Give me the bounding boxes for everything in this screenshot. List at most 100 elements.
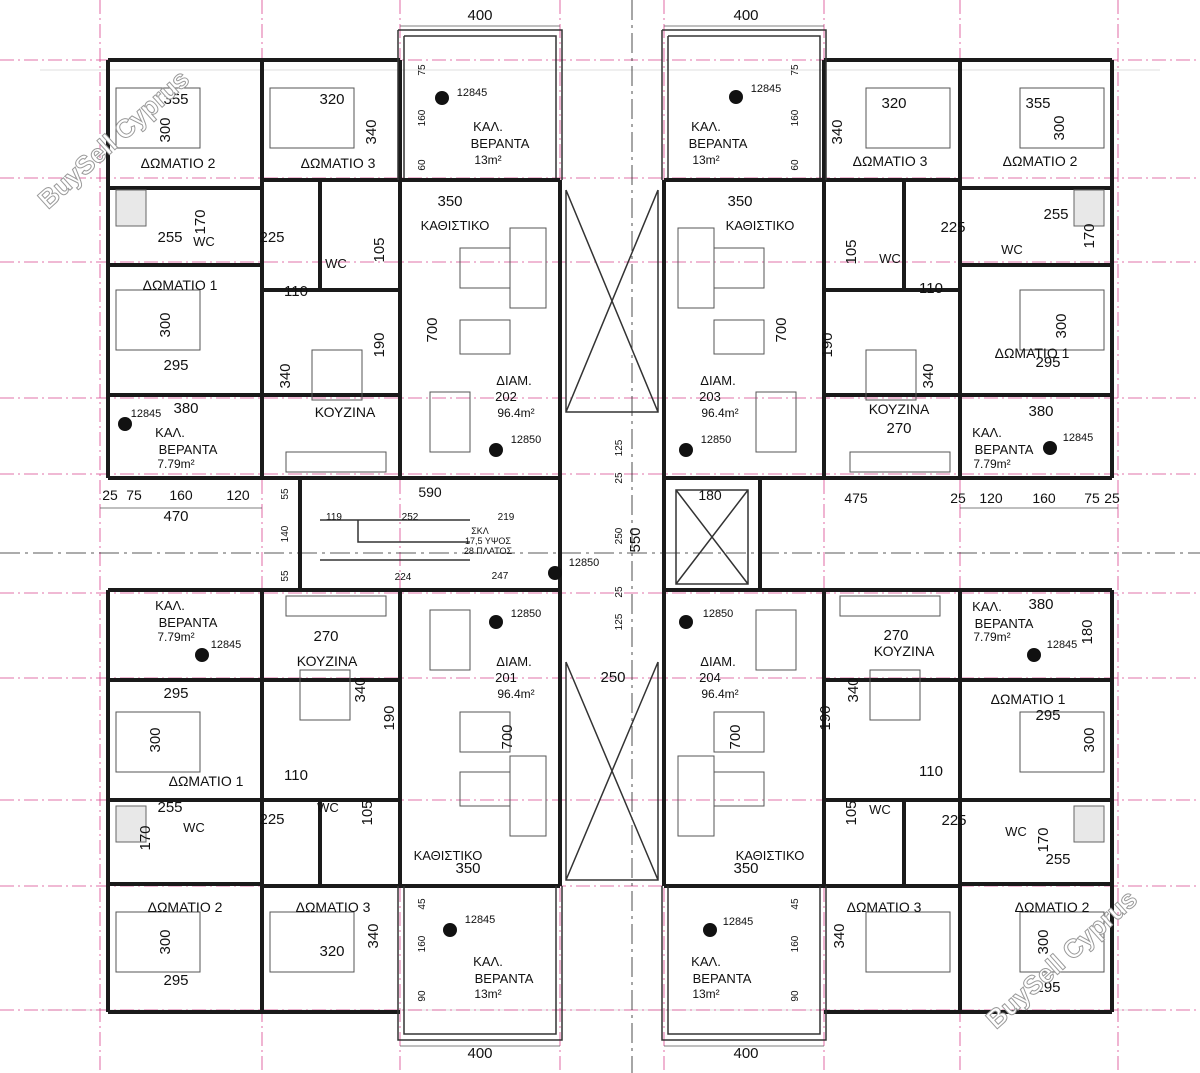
label-q1-room1: ΔΩΜΑΤΙΟ 1 <box>143 277 218 293</box>
label-q2-190: 190 <box>819 332 836 357</box>
label-q1-110: 110 <box>284 283 308 300</box>
label-m-skl2: 17,5 ΥΨΟΣ <box>465 536 511 546</box>
label-b1-area: 96.4m² <box>497 406 534 420</box>
label-q2-170: 170 <box>1081 223 1098 248</box>
label-m-160b: 160 <box>1032 490 1056 506</box>
label-q4-110: 110 <box>919 763 943 780</box>
label-q4-380: 380 <box>1028 596 1053 613</box>
label-b1-13: 13m² <box>474 153 501 167</box>
label-q3-295b: 295 <box>163 972 188 989</box>
label-b4-kal: ΚΑΛ. <box>691 954 721 969</box>
label-q3-340b: 340 <box>365 923 382 948</box>
label-q4-225: 225 <box>941 812 966 829</box>
label-b4-700: 700 <box>727 724 744 749</box>
level-marker <box>679 443 693 457</box>
label-q4-779: 7.79m² <box>973 630 1010 644</box>
level-marker <box>1043 441 1057 455</box>
label-m-180: 180 <box>698 487 722 503</box>
label-q4-255: 255 <box>1045 851 1070 868</box>
label-q4-190: 190 <box>817 705 834 730</box>
label-q4-180: 180 <box>1079 619 1096 644</box>
label-b2-75: 75 <box>790 64 801 76</box>
label-q3-320: 320 <box>319 943 344 960</box>
label-b2-350: 350 <box>727 193 752 210</box>
level-marker <box>679 615 693 629</box>
label-q3-340: 340 <box>352 677 369 702</box>
label-b3-350: 350 <box>455 860 480 877</box>
label-q2-355: 355 <box>1025 95 1050 112</box>
level-marker <box>118 417 132 431</box>
label-q1-320: 320 <box>319 91 344 108</box>
label-q1-wc2: WC <box>325 256 347 271</box>
label-b1-700: 700 <box>424 317 441 342</box>
level-marker <box>703 923 717 937</box>
label-q2-wc2: WC <box>1001 242 1023 257</box>
label-q1-295: 295 <box>163 357 188 374</box>
label-q3-room3: ΔΩΜΑΤΙΟ 3 <box>296 899 371 915</box>
label-q2-wc1: WC <box>879 251 901 266</box>
label-q2-270: 270 <box>886 420 911 437</box>
label-q3-wc1: WC <box>317 800 339 815</box>
label-q2-kal: ΚΑΛ. <box>972 425 1002 440</box>
label-b1-160: 160 <box>417 109 428 126</box>
label-q3-300: 300 <box>147 727 164 752</box>
label-q1-340: 340 <box>363 119 380 144</box>
level-markers <box>118 90 1057 937</box>
label-b4-diam: ΔΙΑΜ. <box>700 654 735 669</box>
label-q3-kitchen: ΚΟΥΖΙΝΑ <box>297 653 358 669</box>
level-marker <box>443 923 457 937</box>
level-marker <box>195 648 209 662</box>
label-b1-kal: ΚΑΛ. <box>473 119 503 134</box>
label-q4-295: 295 <box>1035 707 1060 724</box>
label-m-125b: 125 <box>614 613 625 630</box>
label-b3-12845: 12845 <box>465 914 496 926</box>
label-q1-380: 380 <box>173 400 198 417</box>
label-b4-160: 160 <box>790 935 801 952</box>
label-b2-203: 203 <box>699 389 721 404</box>
label-b3-45: 45 <box>417 898 428 910</box>
label-b4-12850: 12850 <box>703 608 734 620</box>
label-q2-105: 105 <box>843 239 860 264</box>
label-m-55b: 55 <box>280 570 291 582</box>
label-b4-204: 204 <box>699 670 721 685</box>
label-b3-201: 201 <box>495 670 517 685</box>
label-m-25: 25 <box>102 487 118 503</box>
label-q4-room3: ΔΩΜΑΤΙΟ 3 <box>847 899 922 915</box>
label-b1-12850: 12850 <box>511 434 542 446</box>
label-q2-295: 295 <box>1035 354 1060 371</box>
label-b2-160: 160 <box>790 109 801 126</box>
label-q4-300b: 300 <box>1035 929 1052 954</box>
label-b1-ver: ΒΕΡΑΝΤΑ <box>471 136 530 151</box>
label-c-250: 250 <box>600 669 625 686</box>
label-q3-room2: ΔΩΜΑΤΙΟ 2 <box>148 899 223 915</box>
label-b1-350: 350 <box>437 193 462 210</box>
label-q3-170: 170 <box>137 825 154 850</box>
label-q3-ver: ΒΕΡΑΝΤΑ <box>159 615 218 630</box>
label-d-top-400-r: 400 <box>733 7 758 24</box>
label-q2-255: 255 <box>1043 206 1068 223</box>
label-q4-ver: ΒΕΡΑΝΤΑ <box>975 616 1034 631</box>
label-q4-kitchen: ΚΟΥΖΙΝΑ <box>874 643 935 659</box>
label-q2-ver: ΒΕΡΑΝΤΑ <box>975 442 1034 457</box>
label-m-25d: 25 <box>1104 490 1120 506</box>
label-q2-340: 340 <box>829 119 846 144</box>
label-q4-room1: ΔΩΜΑΤΙΟ 1 <box>991 691 1066 707</box>
label-b1-diam: ΔΙΑΜ. <box>496 373 531 388</box>
label-b4-45: 45 <box>790 898 801 910</box>
label-b3-700: 700 <box>499 724 516 749</box>
label-b4-90: 90 <box>790 990 801 1002</box>
label-q3-kal: ΚΑΛ. <box>155 598 185 613</box>
label-m-140: 140 <box>280 525 291 542</box>
level-marker <box>489 443 503 457</box>
label-b2-60: 60 <box>790 159 801 171</box>
label-q4-340: 340 <box>845 677 862 702</box>
label-q2-779: 7.79m² <box>973 457 1010 471</box>
label-b1-12845: 12845 <box>457 87 488 99</box>
dimension-lines <box>100 25 1118 1047</box>
label-q1-room2: ΔΩΜΑΤΙΟ 2 <box>141 155 216 171</box>
label-m-550: 550 <box>627 527 644 552</box>
label-b3-kal: ΚΑΛ. <box>473 954 503 969</box>
label-q1-kitchen: ΚΟΥΖΙΝΑ <box>315 404 376 420</box>
label-q3-779: 7.79m² <box>157 630 194 644</box>
